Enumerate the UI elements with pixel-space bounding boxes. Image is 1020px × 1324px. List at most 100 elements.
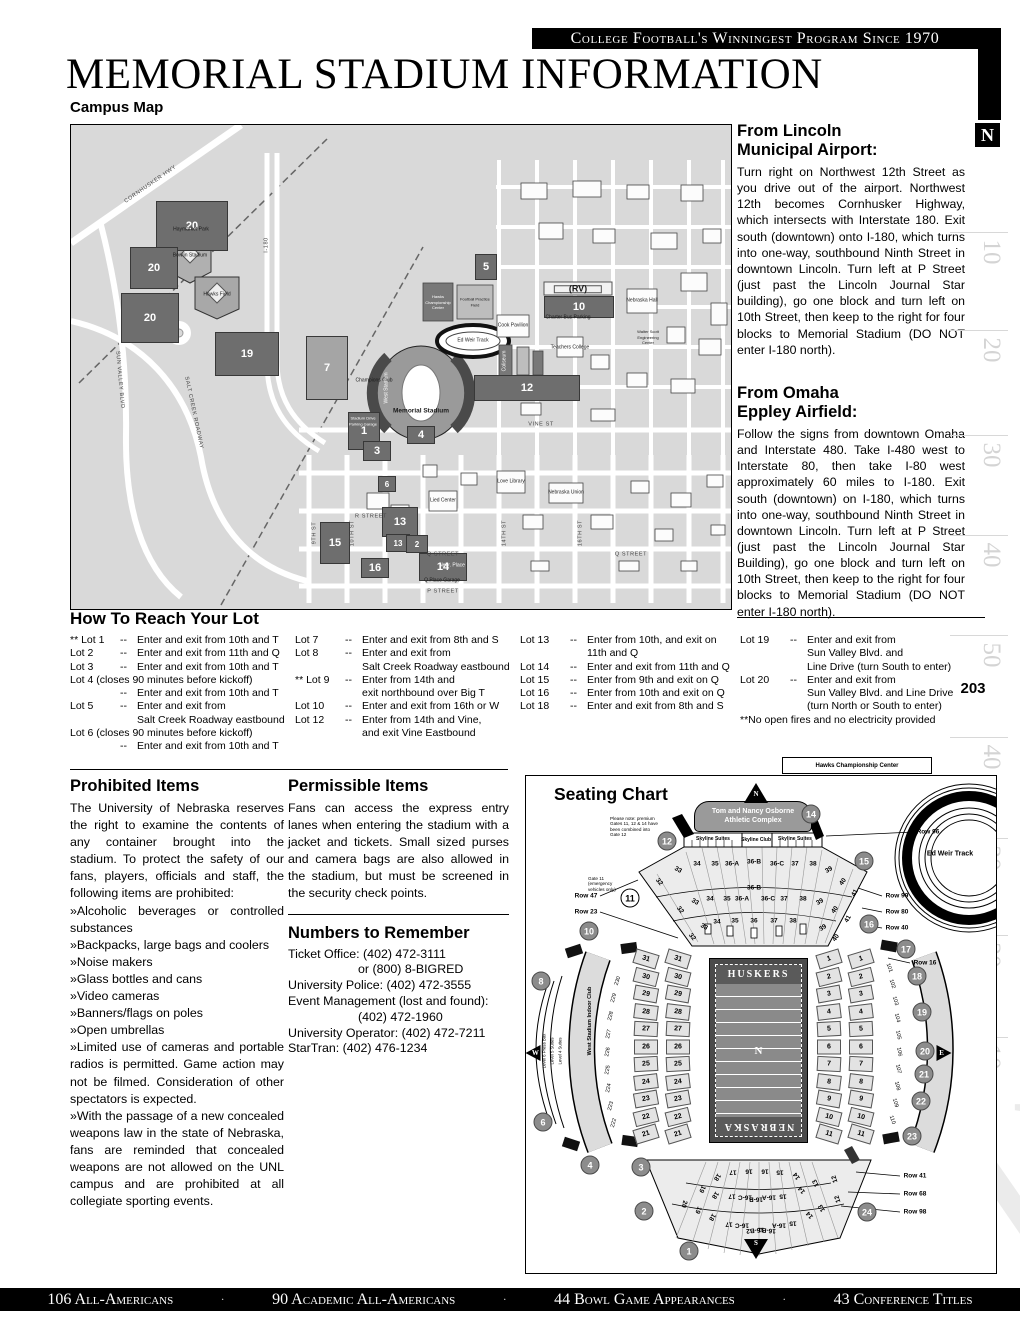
lot-entry-text: Enter and exit from 10th and T: [137, 687, 279, 700]
suites-label: Skyline Suites: [778, 836, 812, 842]
street-label: R STREET: [355, 513, 387, 520]
prohibited-heading: Prohibited Items: [70, 777, 200, 795]
lot-entry-text: Enter from 14th and: [362, 673, 455, 686]
row-label: Row 99: [885, 892, 909, 900]
lot-entry-text: Sun Valley Blvd. and Line Drive: [807, 687, 954, 700]
map-label: Q Place Garage: [424, 577, 460, 584]
footer-bar: 106 All-Americans·90 Academic All-Americ…: [0, 1288, 1020, 1311]
compass-arrow-shape: [744, 783, 768, 803]
campus-map-heading: Campus Map: [70, 99, 164, 116]
seating-section-label: 16-B: [748, 1195, 764, 1203]
lot-entry-dash: --: [570, 687, 577, 700]
compass-letter: N: [753, 790, 759, 798]
lot-entry-text: Enter and exit from: [807, 673, 896, 686]
footer-separator: ·: [782, 1292, 787, 1306]
map-label: Nebraska Hall: [626, 297, 658, 304]
map-label: (RV): [553, 284, 603, 293]
seating-section-label: Ed Weir Track: [926, 850, 974, 858]
lot-entry-dash: [120, 714, 137, 727]
divider-line: [288, 913, 509, 915]
map-lot-16: 16: [361, 558, 389, 578]
gate-10: 10: [579, 921, 599, 941]
compass-arrow-shape: [525, 1045, 541, 1061]
gate-18: 18: [907, 966, 927, 986]
map-lot-20: 20: [130, 247, 178, 289]
lot-entry-dash: [790, 700, 807, 713]
lot-entry-dash: --: [790, 634, 797, 646]
lot-entry-dash: [570, 647, 587, 660]
corner-bar: [978, 28, 1001, 120]
lot-entry-label: Lot 20: [740, 673, 770, 686]
lot-entry: --Enter and exit from 10th and T: [70, 740, 294, 753]
lot-entry: Lot 20 -- Enter and exit from: [740, 674, 968, 687]
lot-entry: Lot 10--Enter and exit from 16th or W: [295, 700, 513, 713]
prohibited-items-section: Prohibited Items The University of Nebra…: [70, 777, 284, 1210]
gate-15: 15: [854, 851, 874, 871]
seating-section-label: 25: [633, 1055, 659, 1073]
gate-16: 16: [859, 914, 879, 934]
lot-entry-text: Sun Valley Blvd. and: [807, 647, 904, 660]
prohibited-item: »Open umbrellas: [70, 1023, 165, 1038]
lot-entry: (turn North or South to enter): [740, 700, 968, 713]
lot-entry: Lot 18--Enter and exit from 8th and S: [520, 700, 732, 713]
lot-entry: Lot 2--Enter and exit from 11th and Q: [70, 647, 294, 660]
prohibited-item: »Alcoholic beverages or controlled subst…: [70, 903, 284, 935]
lincoln-directions: Turn right on Northwest 12th Street as y…: [737, 165, 965, 357]
prohibited-item: »Video cameras: [70, 989, 160, 1004]
seating-section-label: 38: [809, 860, 817, 868]
yard-line: [950, 330, 1008, 331]
lot-entry-dash: --: [120, 660, 127, 673]
seating-section-label: 27: [665, 1020, 691, 1038]
gate11-note: Gate 11 (emergency vehicles only): [588, 876, 616, 892]
yard-line: [950, 635, 1008, 636]
seating-section-label: 35: [731, 917, 739, 925]
footer-separator: ·: [220, 1292, 225, 1306]
lot-entry: Lot 19--Enter and exit from: [740, 634, 968, 647]
map-lot-14: 14: [419, 553, 467, 581]
seating-section-label: 16-A: [761, 1193, 777, 1201]
divider-line: [737, 617, 985, 618]
lot-entry-dash: --: [120, 634, 127, 646]
gate-12: 12: [657, 831, 677, 851]
map-label: Hawks Championship Center: [425, 293, 451, 310]
lot-entry-dash: --: [120, 700, 127, 713]
compass-e-arrow: E: [932, 1041, 956, 1065]
map-label: Love Library: [497, 478, 525, 485]
map-lot-7: 7: [306, 336, 348, 400]
street-label: 14TH ST: [501, 519, 508, 547]
row-label: Row 23: [574, 908, 598, 916]
compass-letter: S: [754, 1239, 758, 1247]
lot-entry-text: Enter and exit from 16th or W: [362, 700, 500, 713]
compass-n-arrow: N: [744, 781, 768, 805]
row-label: Row 80: [885, 908, 909, 916]
lot-entry-text: exit northbound over Big T: [362, 687, 485, 700]
gate-14: 14: [801, 804, 821, 824]
seating-section-label: 36-A: [734, 895, 750, 903]
lot-entry-label: ** Lot 9: [295, 673, 330, 686]
lot-entry-dash: --: [790, 673, 797, 686]
seating-section-label: 8: [816, 1073, 842, 1091]
seating-section-label: 36-C: [769, 860, 785, 868]
permissible-items-section: Permissible Items Fans can access the ex…: [288, 777, 509, 1057]
lot-entry-text: Enter from 9th and exit on Q: [587, 673, 719, 686]
seating-section-label: 15: [776, 1168, 784, 1176]
field-inner: HUSKERS N NEBRASKA: [715, 964, 802, 1137]
seating-section-label: 16: [761, 1167, 769, 1175]
lot-entry-text: 11th and Q: [587, 647, 639, 660]
phone-number-line: (402) 472-1960: [358, 1009, 443, 1024]
lot-entry-text: Enter from 10th, and exit on: [587, 634, 717, 646]
street-label: P STREET: [427, 588, 459, 595]
map-lot-3: 3: [363, 441, 391, 461]
seating-section-label: 36: [750, 917, 758, 925]
compass-arrow-shape: [936, 1045, 952, 1061]
row-label: Row 41: [903, 1172, 927, 1180]
lot-entry-label: Lot 7: [295, 634, 319, 646]
seating-section-label: 24: [665, 1073, 691, 1091]
nebraska-n-logo: N: [975, 123, 1000, 147]
lot-entry-text: Enter and exit from 11th and Q: [137, 647, 280, 660]
seating-section-label: 4: [848, 1003, 874, 1021]
lot-entry-dash: --: [345, 713, 352, 726]
